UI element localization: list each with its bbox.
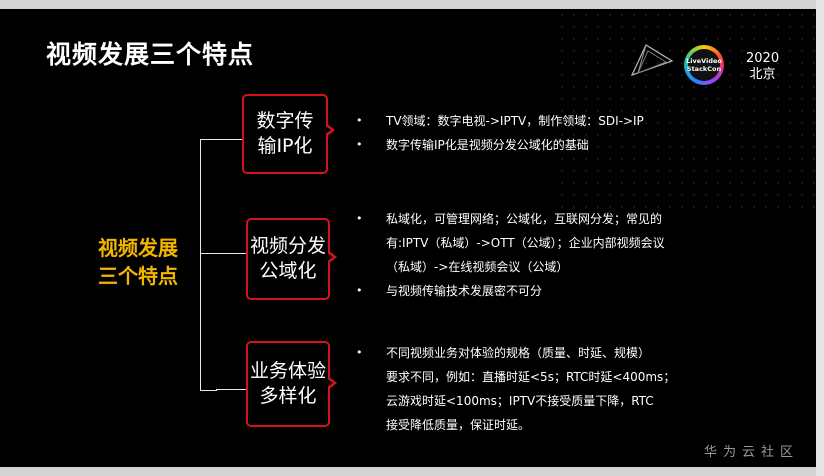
main-topic-label: 视频发展 三个特点	[88, 234, 188, 290]
connector-line-3	[216, 389, 246, 390]
arrow-right-icon	[324, 123, 335, 137]
bullet-continuation: 要求不同，例如：直播时延<5s；RTC时延<400ms；	[386, 370, 676, 384]
connector-line-2	[200, 253, 246, 254]
logo-text-line1: LiveVideo	[686, 57, 722, 65]
bullet-item: 与视频传输技术发展密不可分	[356, 279, 806, 303]
bullet-continuation: 有:IPTV（私域）->OTT（公域）；企业内部视频会议	[386, 236, 665, 250]
bullet-item: 私域化，可管理网络；公域化，互联网分发；常见的	[356, 207, 806, 231]
right-edge-strip	[816, 0, 824, 476]
bullet-item: 不同视频业务对体验的规格（质量、时延、规模）	[356, 341, 806, 365]
bullet-item: 数字传输IP化是视频分发公域化的基础	[356, 133, 796, 157]
section-experience-bullets: 不同视频业务对体验的规格（质量、时延、规模） 要求不同，例如：直播时延<5s；R…	[356, 341, 806, 437]
section-ip-bullets: TV领域：数字电视->IPTV，制作领域：SDI->IP 数字传输IP化是视频分…	[356, 109, 796, 157]
logo-city: 北京	[749, 67, 776, 82]
bullet-continuation: 云游戏时延<100ms；IPTV不接受质量下降，RTC	[386, 394, 654, 408]
section-box-distribution: 视频分发 公域化	[246, 218, 330, 300]
main-topic-line1: 视频发展	[98, 236, 178, 260]
section-box-experience-line2: 多样化	[259, 385, 317, 407]
tree-bracket	[200, 139, 217, 391]
logo-year: 2020	[746, 51, 780, 66]
section-box-ip-line2: 输IP化	[257, 135, 313, 157]
section-box-distribution-line1: 视频分发	[249, 235, 326, 257]
section-box-experience-line1: 业务体验	[249, 360, 326, 382]
main-topic-line2: 三个特点	[98, 264, 178, 288]
slide-title: 视频发展三个特点	[46, 40, 255, 69]
logo-text-line2: StackCon	[686, 65, 722, 73]
bullet-continuation: （私域）->在线视频会议（公域）	[386, 260, 569, 274]
watermark: 华为云社区	[704, 445, 800, 460]
section-box-ip-line1: 数字传	[256, 110, 314, 132]
arrow-right-icon	[326, 376, 337, 390]
bullet-item: TV领域：数字电视->IPTV，制作领域：SDI->IP	[356, 109, 796, 133]
section-box-ip: 数字传 输IP化	[242, 94, 328, 174]
livevideostackcon-logo-icon: LiveVideo StackCon	[684, 45, 724, 85]
connector-line-1	[216, 139, 242, 140]
bullet-continuation: 接受降低质量，保证时延。	[386, 418, 531, 432]
section-box-distribution-line2: 公域化	[259, 260, 317, 282]
triangle-logo-icon	[630, 44, 674, 77]
section-distribution-bullets: 私域化，可管理网络；公域化，互联网分发；常见的 有:IPTV（私域）->OTT（…	[356, 207, 806, 303]
logo-year-city: 2020 北京	[746, 51, 779, 83]
section-box-experience: 业务体验 多样化	[246, 341, 330, 427]
arrow-right-icon	[326, 250, 337, 264]
slide: 视频发展三个特点 LiveVideo StackCon 2020 北京 视频发展…	[0, 9, 816, 467]
